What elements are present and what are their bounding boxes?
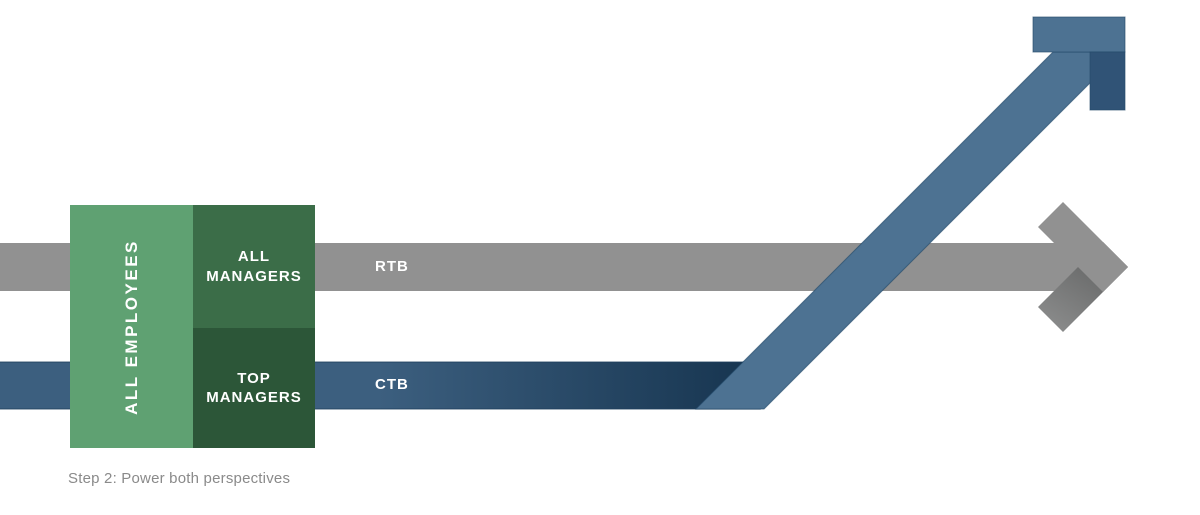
all-managers-label: ALL MANAGERS — [206, 248, 302, 285]
step-caption: Step 2: Power both perspectives — [68, 470, 291, 487]
all-managers-box — [193, 205, 315, 328]
ctb-band-label: CTB — [375, 376, 409, 393]
all-employees-label: ALL EMPLOYEES — [121, 238, 141, 415]
ctb-arrowhead-side-bar — [1089, 51, 1126, 111]
top-managers-label: TOP MANAGERS — [206, 369, 302, 407]
rtb-arrowhead-upper-barb — [1038, 202, 1128, 292]
rtb-band-label: RTB — [375, 258, 409, 275]
top-managers-box — [193, 328, 315, 448]
ctb-arrowhead-top-bar — [1032, 16, 1126, 53]
all-employees-box — [70, 205, 193, 448]
